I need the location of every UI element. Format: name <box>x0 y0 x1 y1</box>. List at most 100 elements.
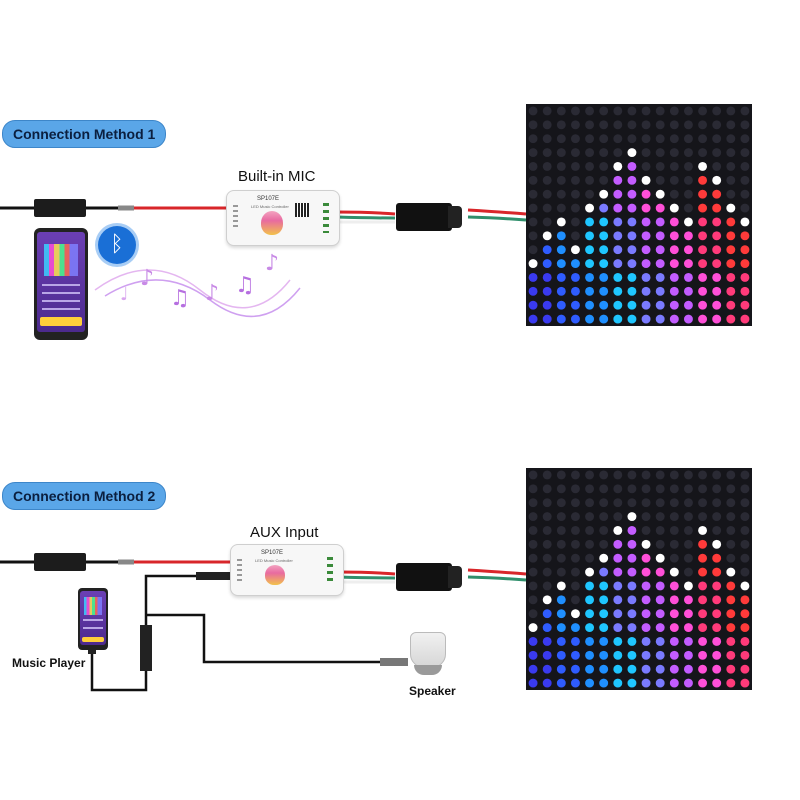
led-pixel-off <box>655 148 665 158</box>
led-pixel-off <box>585 525 595 535</box>
led-pixel-off <box>740 189 750 199</box>
led-pixel-on <box>599 609 609 619</box>
led-pixel-on <box>712 539 722 549</box>
led-pixel-on <box>698 636 708 646</box>
led-pixel-on <box>599 678 609 688</box>
led-pixel-off <box>599 512 609 522</box>
led-pixel-on <box>740 286 750 296</box>
led-pixel-off <box>542 567 552 577</box>
music-notes-icon: ♪ ♫ ♪ ♫ ♪ ♩ <box>94 251 301 318</box>
led-pixel-off <box>542 470 552 480</box>
method1-wires: ♪ ♫ ♪ ♫ ♪ ♩ <box>0 205 527 318</box>
led-pixel-off <box>740 470 750 480</box>
svg-text:♪: ♪ <box>140 266 154 291</box>
led-pixel-on <box>740 581 750 591</box>
led-pixel-off <box>542 106 552 116</box>
led-pixel-on <box>726 259 736 269</box>
led-pixel-off <box>669 120 679 130</box>
led-pixel-on <box>669 664 679 674</box>
led-pixel-off <box>669 161 679 171</box>
led-pixel-on <box>585 581 595 591</box>
led-pixel-off <box>740 203 750 213</box>
led-pixel-off <box>655 525 665 535</box>
led-pixel-on <box>585 272 595 282</box>
led-pixel-on <box>542 286 552 296</box>
power-adapter-icon <box>34 199 86 217</box>
led-pixel-on <box>556 259 566 269</box>
led-pixel-on <box>627 664 637 674</box>
led-pixel-off <box>528 595 538 605</box>
method1-led-panel <box>526 104 752 326</box>
led-pixel-off <box>641 525 651 535</box>
led-pixel-on <box>712 217 722 227</box>
led-pixel-off <box>627 484 637 494</box>
led-pixel-on <box>669 678 679 688</box>
led-pixel-on <box>570 623 580 633</box>
led-pixel-on <box>726 567 736 577</box>
led-pixel-off <box>740 120 750 130</box>
led-pixel-on <box>599 217 609 227</box>
led-pixel-on <box>599 581 609 591</box>
led-pixel-on <box>669 245 679 255</box>
led-pixel-off <box>740 106 750 116</box>
led-pixel-off <box>669 189 679 199</box>
led-pixel-on <box>585 245 595 255</box>
led-pixel-off <box>542 553 552 563</box>
led-pixel-on <box>712 175 722 185</box>
led-pixel-off <box>556 498 566 508</box>
led-pixel-on <box>570 609 580 619</box>
led-pixel-on <box>528 300 538 310</box>
led-pixel-off <box>585 189 595 199</box>
led-pixel-off <box>655 106 665 116</box>
led-pixel-on <box>712 553 722 563</box>
led-pixel-off <box>556 484 566 494</box>
led-pixel-off <box>641 161 651 171</box>
led-pixel-on <box>570 678 580 688</box>
led-pixel-on <box>613 636 623 646</box>
led-pixel-on <box>627 650 637 660</box>
led-pixel-on <box>669 231 679 241</box>
led-pixel-on <box>613 189 623 199</box>
led-pixel-on <box>698 175 708 185</box>
led-pixel-on <box>669 272 679 282</box>
led-pixel-on <box>627 512 637 522</box>
led-pixel-off <box>528 539 538 549</box>
led-pixel-on <box>641 314 651 324</box>
led-pixel-off <box>683 134 693 144</box>
led-pixel-off <box>613 120 623 130</box>
led-pixel-off <box>528 120 538 130</box>
led-pixel-off <box>698 106 708 116</box>
led-pixel-on <box>627 161 637 171</box>
led-pixel-on <box>641 203 651 213</box>
led-pixel-on <box>585 286 595 296</box>
led-pixel-on <box>599 259 609 269</box>
led-pixel-on <box>698 595 708 605</box>
led-pixel-off <box>698 148 708 158</box>
led-pixel-off <box>740 161 750 171</box>
led-pixel-on <box>627 175 637 185</box>
led-pixel-on <box>712 300 722 310</box>
player-label: Music Player <box>12 656 86 670</box>
led-pixel-on <box>698 581 708 591</box>
led-pixel-off <box>570 539 580 549</box>
led-pixel-on <box>712 623 722 633</box>
controller-sub-label: LED Music Controller <box>255 558 293 563</box>
controller-model-label: SP107E <box>261 550 284 556</box>
led-pixel-on <box>542 678 552 688</box>
led-pixel-on <box>599 636 609 646</box>
led-pixel-off <box>556 553 566 563</box>
led-pixel-on <box>627 678 637 688</box>
led-pixel-on <box>641 189 651 199</box>
led-pixel-off <box>570 134 580 144</box>
method2-controller: SP107E LED Music Controller <box>230 544 344 596</box>
led-pixel-on <box>528 650 538 660</box>
led-pixel-on <box>641 300 651 310</box>
led-pixel-off <box>570 553 580 563</box>
led-pixel-off <box>669 539 679 549</box>
led-pixel-on <box>655 553 665 563</box>
led-pixel-on <box>542 664 552 674</box>
led-pixel-off <box>585 175 595 185</box>
led-pixel-on <box>528 664 538 674</box>
led-pixel-on <box>613 553 623 563</box>
led-pixel-on <box>570 286 580 296</box>
